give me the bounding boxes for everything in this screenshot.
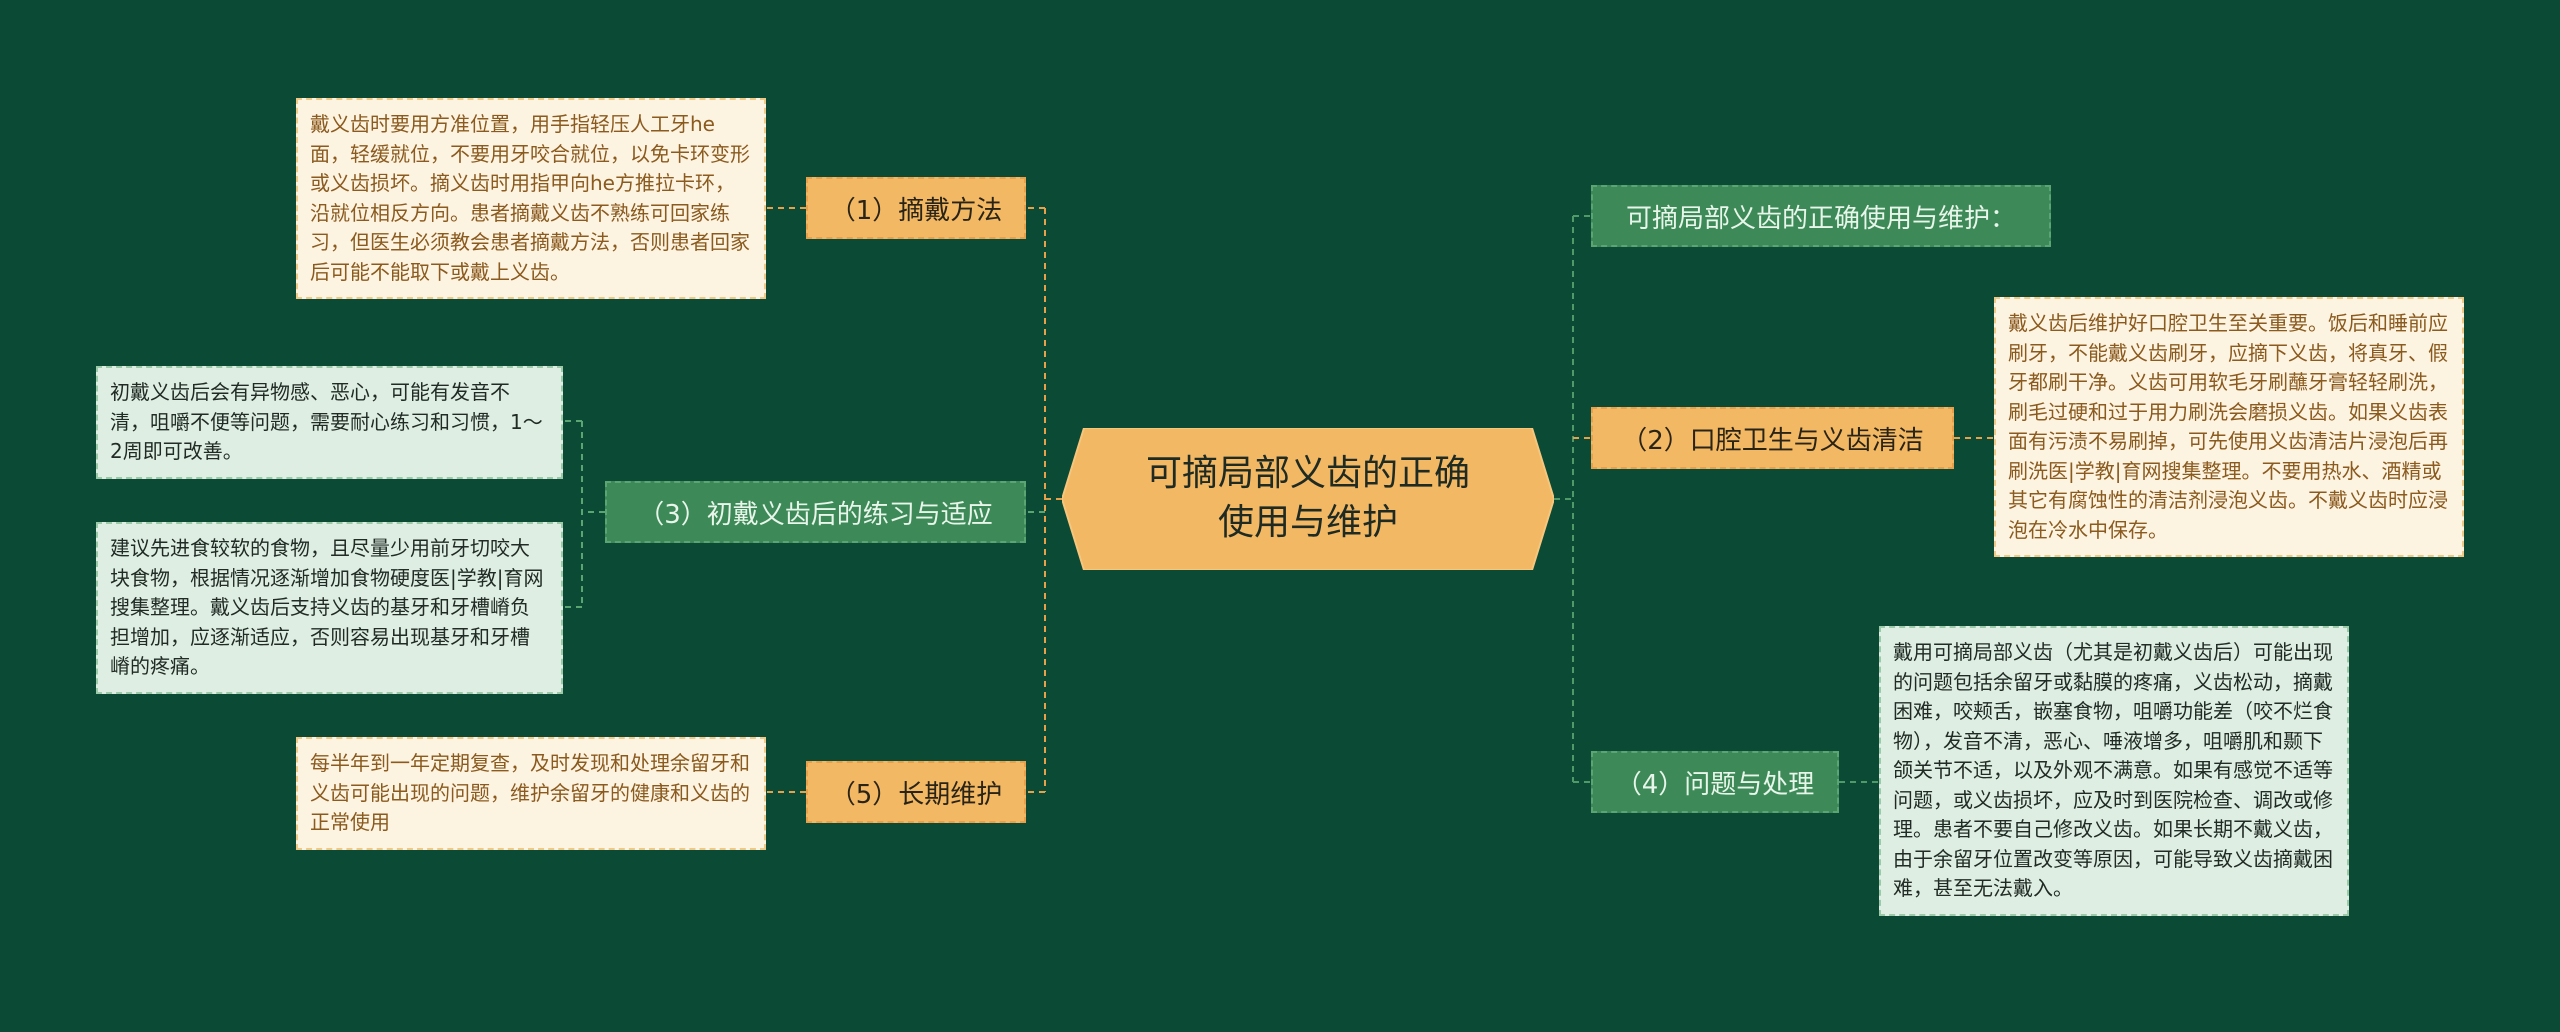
leaf-branch-1[interactable]: 戴义齿时要用方准位置，用手指轻压人工牙he面，轻缓就位，不要用牙咬合就位，以免卡… [296, 98, 766, 299]
leaf-branch-4[interactable]: 戴用可摘局部义齿（尤其是初戴义齿后）可能出现的问题包括余留牙或黏膜的疼痛，义齿松… [1879, 626, 2349, 916]
leaf-branch-5-text: 每半年到一年定期复查，及时发现和处理余留牙和义齿可能出现的问题，维护余留牙的健康… [310, 751, 750, 834]
leaf-branch-4-text: 戴用可摘局部义齿（尤其是初戴义齿后）可能出现的问题包括余留牙或黏膜的疼痛，义齿松… [1893, 640, 2333, 900]
leaf-branch-3b-text: 建议先进食较软的食物，且尽量少用前牙切咬大块食物，根据情况逐渐增加食物硬度医|学… [110, 536, 544, 678]
leaf-branch-3a-text: 初戴义齿后会有异物感、恶心，可能有发音不清，咀嚼不便等问题，需要耐心练习和习惯，… [110, 380, 543, 463]
branch-intro-label: 可摘局部义齿的正确使用与维护： [1625, 203, 2016, 234]
leaf-branch-1-text: 戴义齿时要用方准位置，用手指轻压人工牙he面，轻缓就位，不要用牙咬合就位，以免卡… [310, 112, 750, 284]
leaf-branch-5[interactable]: 每半年到一年定期复查，及时发现和处理余留牙和义齿可能出现的问题，维护余留牙的健康… [296, 737, 766, 850]
branch-2[interactable]: （2）口腔卫生与义齿清洁 [1591, 407, 1954, 469]
leaf-branch-2-text: 戴义齿后维护好口腔卫生至关重要。饭后和睡前应刷牙，不能戴义齿刷牙，应摘下义齿，将… [2008, 311, 2448, 542]
branch-3[interactable]: （3）初戴义齿后的练习与适应 [605, 481, 1026, 543]
branch-4-label: （4）问题与处理 [1615, 769, 1815, 800]
leaf-branch-3a[interactable]: 初戴义齿后会有异物感、恶心，可能有发音不清，咀嚼不便等问题，需要耐心练习和习惯，… [96, 366, 563, 479]
branch-2-label: （2）口腔卫生与义齿清洁 [1621, 425, 1924, 456]
branch-3-label: （3）初戴义齿后的练习与适应 [638, 499, 993, 530]
leaf-branch-2[interactable]: 戴义齿后维护好口腔卫生至关重要。饭后和睡前应刷牙，不能戴义齿刷牙，应摘下义齿，将… [1994, 297, 2464, 557]
branch-5[interactable]: （5）长期维护 [806, 761, 1026, 823]
branch-1-label: （1）摘戴方法 [829, 195, 1003, 226]
branch-intro[interactable]: 可摘局部义齿的正确使用与维护： [1591, 185, 2051, 247]
branch-5-label: （5）长期维护 [829, 779, 1003, 810]
leaf-branch-3b[interactable]: 建议先进食较软的食物，且尽量少用前牙切咬大块食物，根据情况逐渐增加食物硬度医|学… [96, 522, 563, 694]
central-topic-title: 可摘局部义齿的正确使用与维护 [1145, 453, 1470, 543]
central-topic[interactable]: 可摘局部义齿的正确使用与维护 [1062, 428, 1554, 570]
central-topic-shape [1062, 428, 1554, 570]
branch-4[interactable]: （4）问题与处理 [1591, 751, 1839, 813]
branch-1[interactable]: （1）摘戴方法 [806, 177, 1026, 239]
